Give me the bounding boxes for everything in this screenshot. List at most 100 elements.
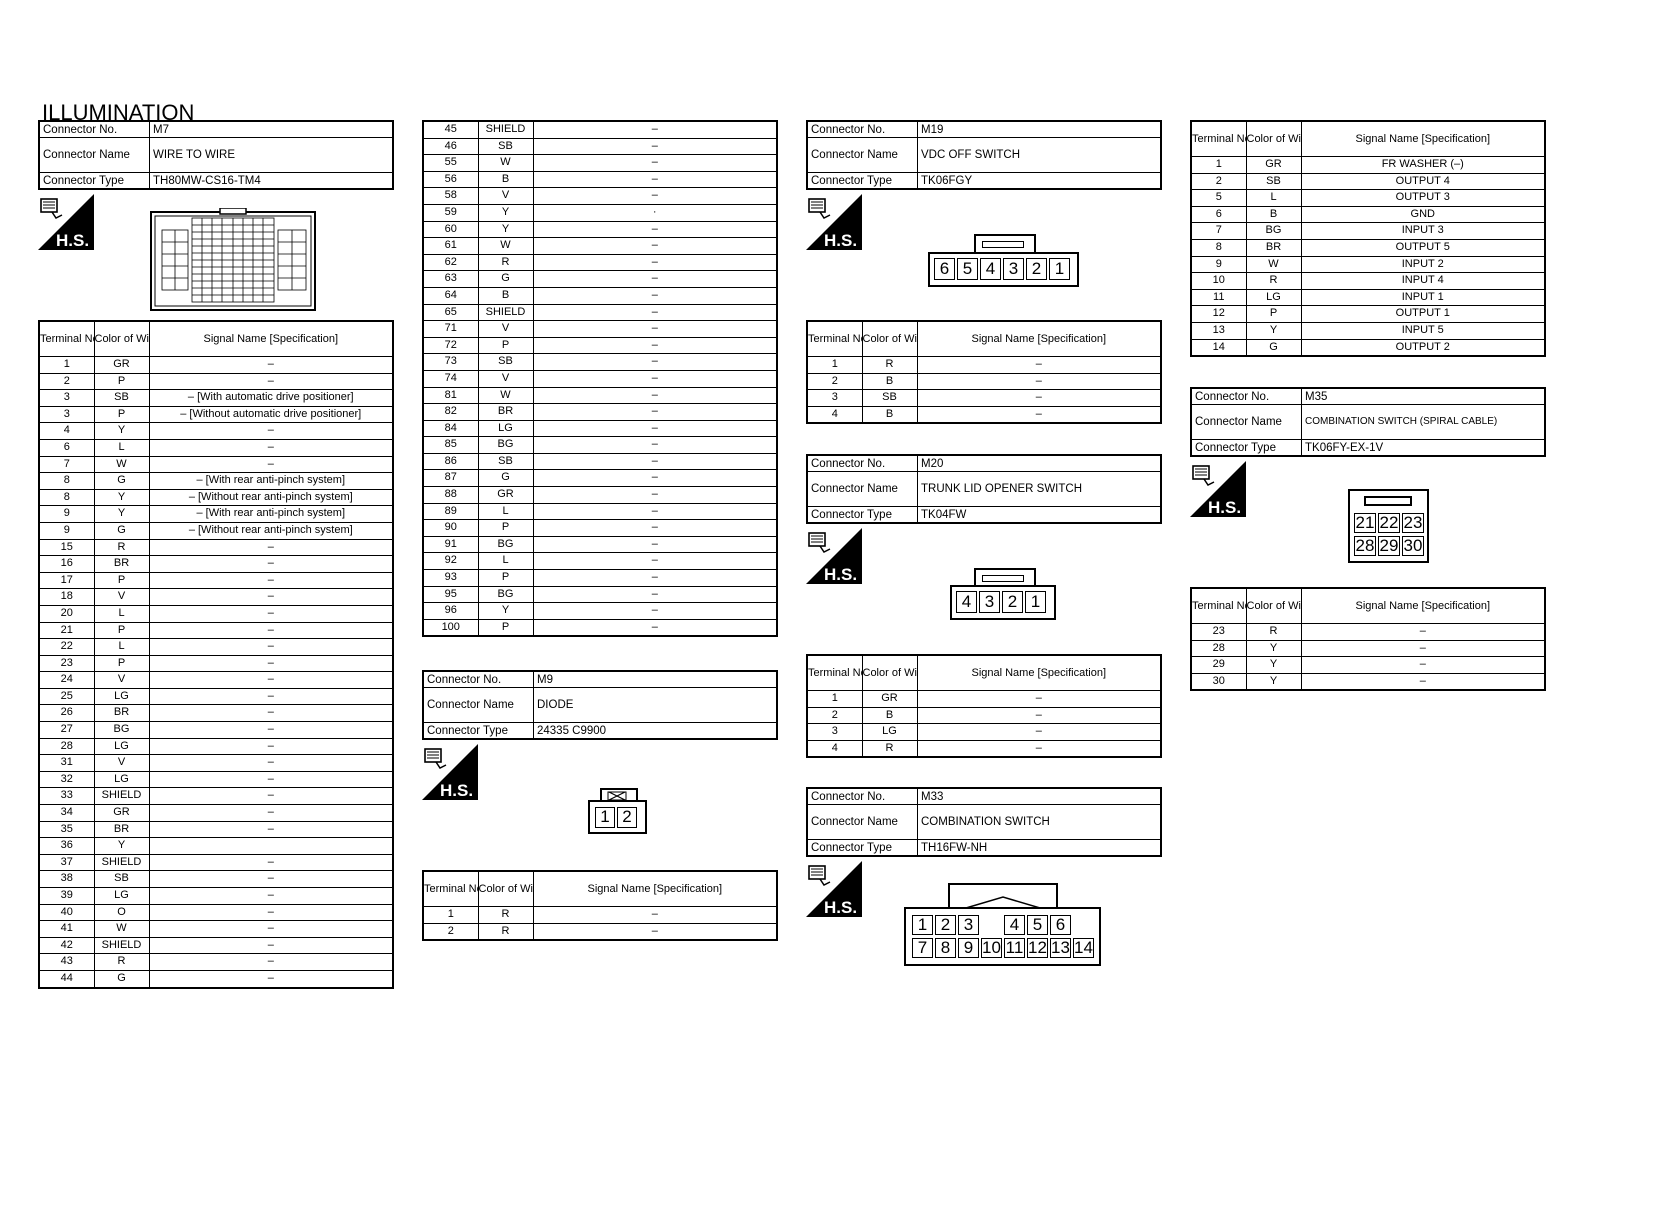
- m33-connector-name: COMBINATION SWITCH: [917, 804, 1162, 840]
- connector-pin: 11: [1004, 938, 1025, 958]
- signal-name-cell: –: [916, 356, 1162, 374]
- signal-name-cell: –: [532, 386, 778, 405]
- terminal-no-cell: 12: [1190, 305, 1247, 323]
- m9-connector-name: DIODE: [533, 687, 778, 723]
- wire-color-cell: G: [93, 472, 150, 490]
- harness-side-icon: H.S.: [806, 194, 862, 250]
- terminal-no-cell: 2: [422, 922, 479, 941]
- wire-color-cell: LG: [861, 723, 918, 741]
- terminal-no-cell: 65: [422, 303, 479, 322]
- connector-pin: 1: [595, 807, 615, 828]
- header-color-of-wire: Color of Wire: [93, 320, 150, 357]
- m7-terminal-table: Terminal No. Color of Wire Signal Name […: [38, 320, 394, 989]
- terminal-no-cell: 3: [38, 405, 95, 424]
- wire-color-cell: SHIELD: [477, 120, 534, 139]
- connector-pin: [981, 915, 1002, 935]
- wire-color-cell: P: [1245, 305, 1302, 323]
- signal-name-cell: –: [916, 706, 1162, 725]
- wire-color-cell: R: [861, 739, 918, 758]
- signal-name-cell: –: [148, 438, 394, 457]
- wire-color-cell: W: [1245, 255, 1302, 274]
- signal-name-cell: –: [148, 604, 394, 623]
- signal-name-cell: OUTPUT 2: [1300, 338, 1546, 357]
- wire-color-cell: W: [93, 455, 150, 474]
- wire-color-cell: R: [861, 356, 918, 374]
- terminal-no-cell: 61: [422, 237, 479, 255]
- hs-label: H.S.: [824, 898, 857, 917]
- wire-color-cell: P: [477, 519, 534, 537]
- wire-color-cell: SB: [477, 137, 534, 156]
- wire-color-cell: G: [1245, 338, 1302, 357]
- wire-color-cell: P: [93, 621, 150, 640]
- terminal-no-cell: 62: [422, 253, 479, 272]
- m35-connector-type: TK06FY-EX-1V: [1301, 439, 1546, 457]
- terminal-no-cell: 36: [38, 837, 95, 855]
- signal-name-cell: –: [532, 585, 778, 604]
- signal-name-cell: FR WASHER (–): [1300, 156, 1546, 174]
- terminal-no-cell: 1: [806, 690, 863, 708]
- wire-color-cell: V: [477, 369, 534, 388]
- terminal-no-cell: 18: [38, 588, 95, 606]
- m19-connector-name: VDC OFF SWITCH: [917, 137, 1162, 173]
- terminal-no-cell: 92: [422, 552, 479, 571]
- label-connector-type: Connector Type: [1190, 439, 1302, 457]
- terminal-no-cell: 100: [422, 618, 479, 637]
- signal-name-cell: – [Without rear anti-pinch system]: [148, 488, 394, 507]
- connector-pin: 7: [912, 938, 933, 958]
- wire-color-cell: R: [477, 906, 534, 924]
- harness-side-icon: H.S.: [806, 861, 862, 917]
- wire-color-cell: V: [477, 187, 534, 205]
- connector-pin: 4: [956, 591, 977, 613]
- signal-name-cell: –: [148, 588, 394, 606]
- signal-name-cell: – [With automatic drive positioner]: [148, 389, 394, 407]
- terminal-no-cell: 1: [1190, 156, 1247, 174]
- terminal-no-cell: 72: [422, 336, 479, 355]
- connector-pin: 28: [1354, 536, 1376, 556]
- m20-connector-no: M20: [917, 454, 1162, 472]
- terminal-no-cell: 39: [38, 887, 95, 905]
- terminal-no-cell: 73: [422, 353, 479, 371]
- wire-color-cell: Y: [1245, 321, 1302, 340]
- connector-pin: 8: [935, 938, 956, 958]
- wire-color-cell: BR: [477, 403, 534, 421]
- connector-pin: 2: [617, 807, 637, 828]
- wire-color-cell: W: [93, 920, 150, 938]
- signal-name-cell: –: [148, 555, 394, 573]
- connector-pin: 1: [1025, 591, 1046, 613]
- header-terminal-no: Terminal No.: [1190, 587, 1247, 624]
- header-terminal-no: Terminal No.: [806, 654, 863, 691]
- wire-color-cell: BG: [477, 535, 534, 554]
- connector-pin: 12: [1027, 938, 1048, 958]
- connector-pin: 29: [1378, 536, 1400, 556]
- terminal-no-cell: 8: [38, 488, 95, 507]
- signal-name-cell: –: [532, 187, 778, 205]
- wire-color-cell: B: [1245, 205, 1302, 224]
